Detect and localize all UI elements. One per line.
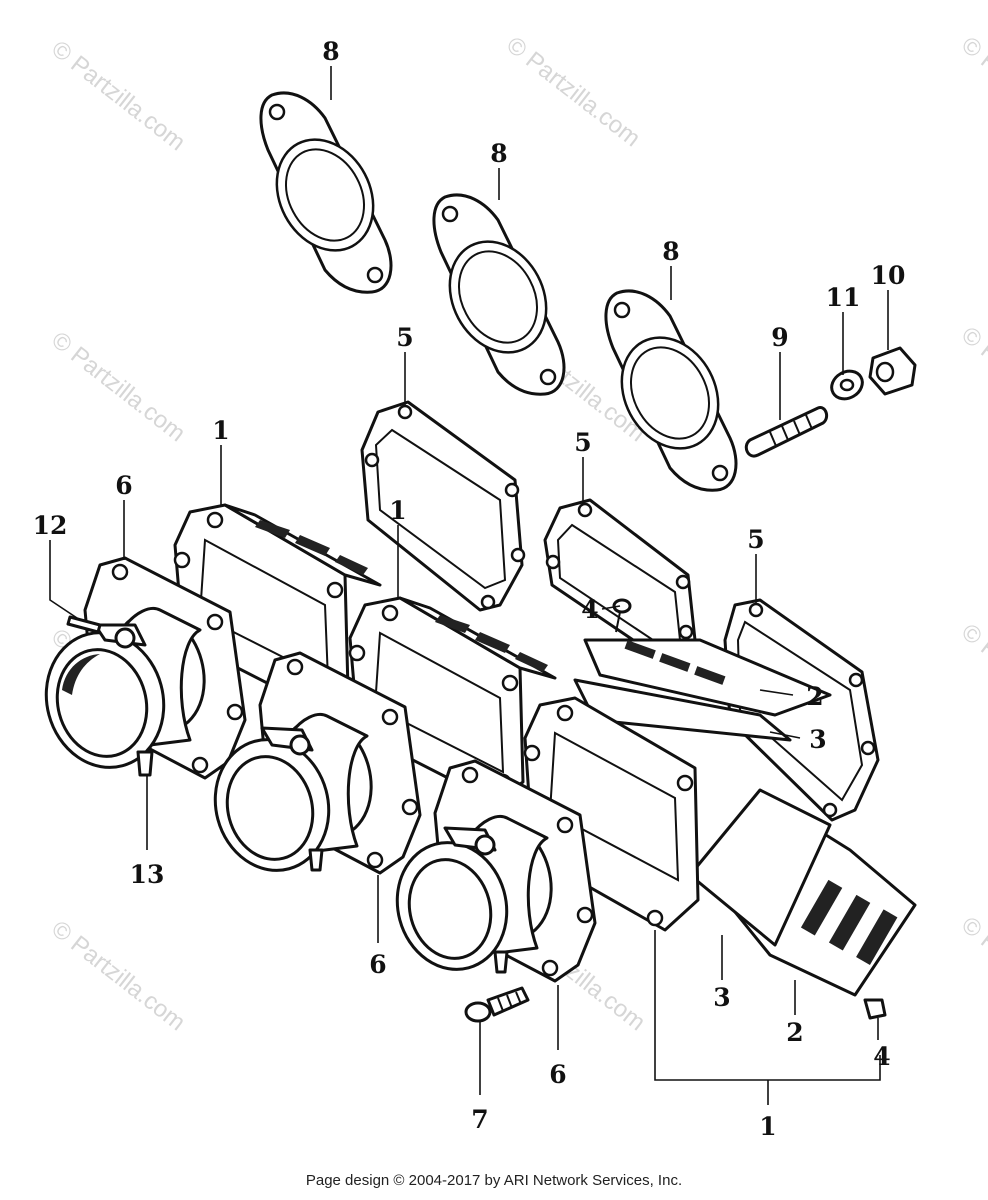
callout-5: 5 xyxy=(396,323,413,352)
washer xyxy=(830,369,864,401)
watermark: © Partzilla.com xyxy=(956,321,988,442)
flange-gasket-3 xyxy=(604,289,738,492)
watermark: © Partzilla.com xyxy=(956,911,988,1032)
flange-gasket-2 xyxy=(432,193,566,396)
callout-8: 8 xyxy=(322,37,339,66)
reed-block-2 xyxy=(348,596,557,804)
reed-petal-upper xyxy=(583,638,832,717)
callout-3: 3 xyxy=(713,983,730,1012)
callout-4: 4 xyxy=(873,1042,890,1071)
callout-13: 13 xyxy=(130,860,165,889)
watermark: © Partzilla.com xyxy=(46,35,190,156)
watermark: © Partzilla.com xyxy=(46,915,190,1036)
callout-5: 5 xyxy=(747,525,764,554)
callout-1: 1 xyxy=(389,496,406,525)
watermark: © Partzilla.com xyxy=(501,31,645,152)
callout-8: 8 xyxy=(662,237,679,266)
footer-copyright: Page design © 2004-2017 by ARI Network S… xyxy=(305,1172,683,1189)
callout-6: 6 xyxy=(115,471,132,500)
callout-5: 5 xyxy=(574,428,591,457)
reed-gasket-1 xyxy=(360,400,526,612)
callout-1: 1 xyxy=(759,1112,776,1141)
watermark: © Partzilla.com xyxy=(956,31,988,152)
callout-11: 11 xyxy=(826,283,861,312)
reed-screw-upper xyxy=(612,598,632,633)
watermark: © Partzilla.com xyxy=(46,326,190,447)
callout-2: 2 xyxy=(786,1018,803,1047)
bolt xyxy=(464,986,530,1023)
hose-clamp-1 xyxy=(93,623,147,649)
callouts: 8 8 8 5 5 5 9 11 10 1 1 6 12 13 4 2 3 6 … xyxy=(33,37,906,1141)
callout-7: 7 xyxy=(471,1105,488,1134)
callout-1: 1 xyxy=(212,416,229,445)
callout-8: 8 xyxy=(490,139,507,168)
reed-stop-lower xyxy=(688,788,832,947)
callout-3: 3 xyxy=(809,725,826,754)
reed-gasket-3 xyxy=(723,598,880,822)
callout-10: 10 xyxy=(871,261,906,290)
callout-12: 12 xyxy=(33,511,68,540)
reed-screw-lower xyxy=(863,998,887,1020)
leader-lines xyxy=(49,66,889,1105)
flange-gasket-1 xyxy=(259,91,393,294)
carburetor-boot-2 xyxy=(213,713,373,872)
callout-6: 6 xyxy=(369,950,386,979)
callout-2: 2 xyxy=(806,682,823,711)
callout-9: 9 xyxy=(771,323,788,352)
callout-6: 6 xyxy=(549,1060,566,1089)
carburetor-boot-3 xyxy=(395,815,553,974)
nipple xyxy=(136,750,154,777)
nut xyxy=(868,346,917,396)
callout-4: 4 xyxy=(581,595,598,624)
stud xyxy=(744,406,829,458)
watermark: © Partzilla.com xyxy=(956,618,988,739)
clamp-screw xyxy=(66,615,102,634)
